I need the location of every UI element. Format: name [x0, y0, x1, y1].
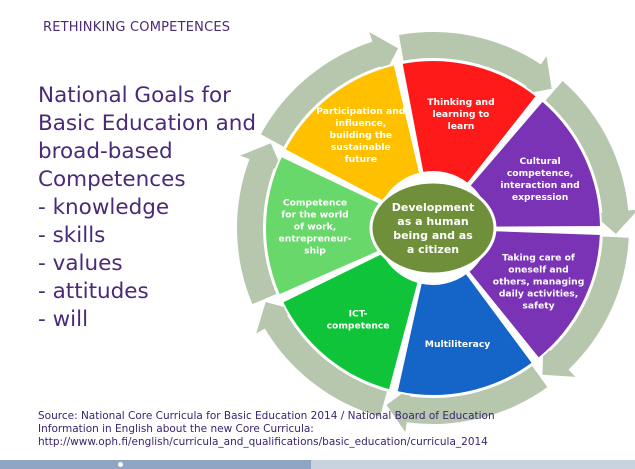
wheel-segment-label: Thinking and	[427, 97, 494, 108]
wheel-segment-label: Multiliteracy	[425, 339, 490, 350]
goals-list: knowledge skills values attitudes will	[38, 194, 268, 334]
wheel-segment-label: interaction and	[500, 180, 579, 191]
wheel-center-label: a citizen	[407, 243, 459, 256]
source-line: Source: National Core Curricula for Basi…	[38, 410, 495, 422]
goals-title-line: National Goals for	[38, 83, 231, 108]
wheel-segment-label: ship	[304, 246, 326, 257]
wheel-center-label: as a human	[397, 215, 468, 228]
goals-list-item: attitudes	[38, 278, 268, 306]
slide-progress-bar[interactable]	[0, 460, 635, 469]
source-line: Information in English about the new Cor…	[38, 423, 314, 435]
goals-title-line: broad-based	[38, 139, 173, 164]
goals-list-item: will	[38, 306, 268, 334]
goals-title-line: Competences	[38, 167, 186, 192]
ring-arrow	[256, 302, 387, 417]
wheel-segment-label: future	[345, 154, 377, 165]
wheel-segment-label: building the	[330, 130, 393, 141]
goals-block: National Goals for Basic Education and b…	[38, 82, 268, 334]
wheel-segment-label: for the world	[281, 210, 348, 221]
wheel-segment-label: Taking care of	[502, 252, 576, 263]
source-line[interactable]: http://www.oph.fi/english/curricula_and_…	[38, 436, 488, 448]
slide-header: RETHINKING COMPETENCES	[43, 20, 231, 35]
wheel-segment-label: Competence	[283, 198, 347, 209]
wheel-segment-label: safety	[522, 300, 554, 311]
goals-list-item: skills	[38, 222, 268, 250]
wheel-segment-label: learn	[448, 121, 475, 132]
wheel-center-label: being and as	[393, 229, 473, 242]
ring-arrow	[237, 143, 284, 305]
goals-list-item: values	[38, 250, 268, 278]
wheel-segment-label: learning to	[433, 109, 490, 120]
wheel-segment-label: oneself and	[508, 264, 568, 275]
wheel-segment-label: competence	[327, 321, 390, 332]
slide-progress-fill	[0, 460, 312, 469]
wheel-segment-label: daily activities,	[499, 288, 578, 299]
ring-arrow	[542, 236, 629, 377]
wheel-segment-label: others, managing	[493, 276, 585, 287]
wheel-segment-label: Cultural	[519, 156, 560, 167]
source-block: Source: National Core Curricula for Basi…	[38, 410, 618, 449]
wheel-segment-label: entrepreneur-	[279, 234, 352, 245]
wheel-segment	[280, 251, 420, 392]
slide-progress-handle[interactable]	[118, 462, 123, 467]
ring-arrow	[398, 31, 552, 95]
wheel-segment-label: sustainable	[331, 142, 391, 153]
goals-list-item: knowledge	[38, 194, 268, 222]
wheel-segment-label: ICT-	[349, 309, 368, 320]
wheel-segment-label: expression	[512, 192, 568, 203]
wheel-segment-label: Participation and	[316, 106, 405, 117]
ring-arrow	[386, 366, 548, 433]
goals-title-line: Basic Education and	[38, 111, 257, 136]
wheel-segment	[400, 59, 539, 186]
wheel-segment-label: influence,	[335, 118, 386, 129]
ring-arrow	[260, 32, 399, 147]
wheel-segment	[282, 63, 422, 204]
ring-arrow	[545, 81, 635, 234]
wheel-segment	[395, 271, 535, 397]
wheel-center-label: Development	[392, 201, 474, 214]
wheel-center	[369, 180, 497, 276]
wheel-segment-label: of work,	[294, 222, 336, 233]
wheel-segment-label: competence,	[507, 168, 573, 179]
